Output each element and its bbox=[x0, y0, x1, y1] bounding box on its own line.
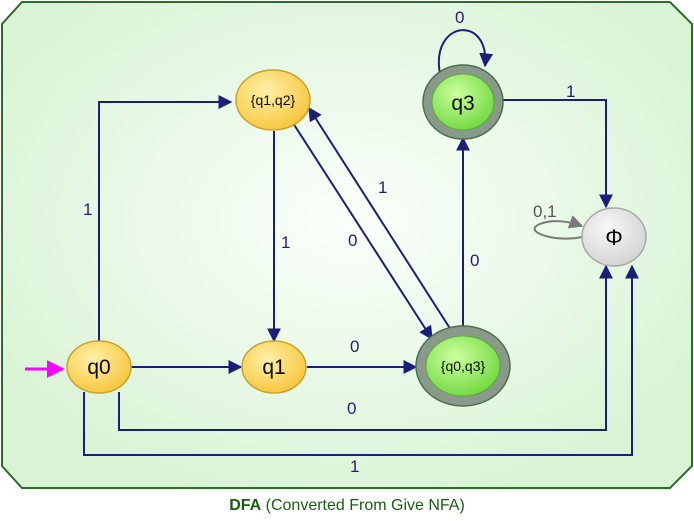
state-q0q3: {q0,q3} bbox=[415, 325, 511, 407]
state-q0-label: q0 bbox=[87, 356, 110, 379]
edge-q0-phi-0 bbox=[118, 264, 613, 431]
edge-q3-phi bbox=[501, 99, 613, 209]
label-q0-phi-1: 1 bbox=[350, 457, 359, 476]
state-q1: q1 bbox=[241, 340, 307, 394]
state-q1-label: q1 bbox=[262, 356, 285, 379]
label-phi-self: 0,1 bbox=[533, 202, 557, 221]
label-q0q3-q1q2: 1 bbox=[378, 178, 387, 197]
state-q3: q3 bbox=[422, 64, 504, 140]
label-q1q2-q0q3: 0 bbox=[348, 231, 357, 250]
edge-q0-q1q2 bbox=[98, 95, 233, 342]
caption-title: DFA bbox=[229, 497, 262, 514]
caption-subtitle: (Converted From Give NFA) bbox=[265, 497, 465, 514]
state-q0q3-label: {q0,q3} bbox=[441, 358, 486, 374]
label-q1q2-q1: 1 bbox=[281, 233, 290, 252]
state-phi-label: Φ bbox=[605, 225, 623, 250]
state-q1q2: {q1,q2} bbox=[235, 69, 311, 131]
edge-q0-phi-1 bbox=[83, 264, 639, 456]
state-phi: Φ bbox=[581, 207, 647, 267]
edge-q1q2-q0q3 bbox=[292, 122, 433, 341]
label-q1-q0q3: 0 bbox=[350, 337, 359, 356]
edge-q0q3-q1q2 bbox=[308, 106, 452, 331]
edge-phi-self bbox=[533, 215, 586, 240]
label-q3-phi: 1 bbox=[566, 82, 575, 101]
edge-q3-self bbox=[437, 29, 494, 75]
label-q3-self: 0 bbox=[455, 8, 464, 27]
diagram-caption: DFA (Converted From Give NFA) bbox=[0, 497, 694, 515]
state-q1q2-label: {q1,q2} bbox=[251, 92, 296, 108]
label-q0q3-q3: 0 bbox=[470, 251, 479, 270]
state-q0: q0 bbox=[66, 340, 132, 394]
label-q0-phi-0: 0 bbox=[347, 399, 356, 418]
label-q0-q1q2: 1 bbox=[83, 200, 92, 219]
state-q3-label: q3 bbox=[451, 92, 474, 115]
